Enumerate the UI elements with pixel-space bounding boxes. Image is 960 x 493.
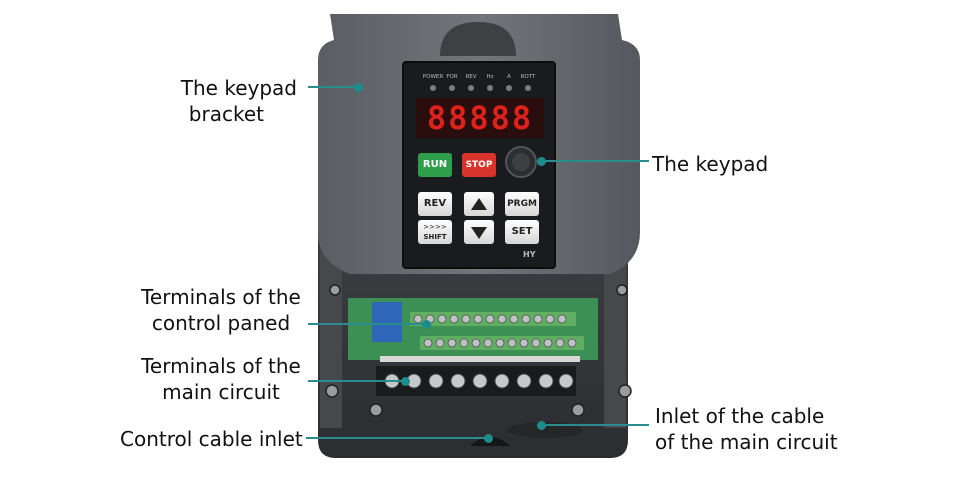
rev-button-shape (418, 192, 452, 216)
shift-button[interactable]: >>>> SHIFT (418, 220, 452, 244)
dot-keypad (537, 157, 546, 166)
down-button[interactable] (464, 220, 494, 244)
main-cable-inlet-hole (507, 422, 583, 438)
led-display-digits: 88888 (426, 99, 534, 137)
leader-main-cable-inlet (541, 424, 649, 426)
rev-button[interactable]: REV (423, 198, 447, 209)
shift-arrows-glyph: >>>> (423, 223, 447, 231)
relay (372, 302, 402, 342)
label-keypad: The keypad (652, 152, 769, 176)
label-main-cable-inlet: Inlet of the cable of the main circuit (655, 403, 838, 455)
stop-button[interactable]: STOP (465, 160, 493, 170)
label-main-terminals-line1: Terminals of the (141, 354, 301, 378)
dot-main-terminals (401, 377, 410, 386)
label-control-terminals-line2: control paned (151, 311, 291, 335)
run-button[interactable]: RUN (422, 159, 448, 170)
shift-button-shape (418, 220, 452, 244)
pcb-silkscreen (380, 356, 580, 362)
label-control-cable-inlet: Control cable inlet (120, 427, 303, 451)
dot-main-cable-inlet (537, 421, 546, 430)
shift-label: SHIFT (423, 233, 447, 241)
prgm-button[interactable]: PRGM (507, 199, 537, 209)
label-keypad-bracket: The keypad bracket (181, 75, 297, 127)
speed-knob-cap (512, 153, 530, 171)
side-screw-right (618, 384, 632, 398)
leader-main-terminals (308, 380, 405, 382)
indicator-label-for: FOR (446, 74, 458, 80)
run-button-shape (418, 153, 452, 177)
leader-keypad (541, 160, 649, 162)
indicator-leds (430, 85, 531, 91)
set-button-shape (505, 220, 539, 244)
brand-logo: HY (523, 250, 536, 259)
lid-top-notch (440, 22, 516, 56)
up-button[interactable] (464, 192, 494, 216)
label-keypad-bracket-line2: bracket (188, 102, 264, 126)
label-main-terminals-line2: main circuit (162, 380, 280, 404)
label-control-terminals: Terminals of the control paned (134, 284, 308, 336)
up-arrow-icon (471, 198, 487, 210)
dot-keypad-bracket (354, 83, 363, 92)
indicator-label-power: POWER (422, 74, 444, 80)
leader-control-cable-inlet (306, 437, 488, 439)
leader-keypad-bracket (308, 86, 358, 88)
side-screw-left (325, 384, 339, 398)
set-button[interactable]: SET (511, 226, 533, 237)
label-main-cable-inlet-line1: Inlet of the cable (655, 404, 825, 428)
lower-screw-right (571, 403, 585, 417)
indicator-label-rott: ROTT (520, 74, 536, 80)
label-keypad-bracket-line1: The keypad (180, 76, 297, 100)
main-terminal-screws (384, 373, 574, 389)
down-arrow-icon (471, 227, 487, 239)
label-control-terminals-line1: Terminals of the (141, 285, 301, 309)
lower-screw-left (369, 403, 383, 417)
prgm-button-shape (505, 192, 539, 216)
indicator-label-a: A (507, 74, 511, 80)
label-main-cable-inlet-line2: of the main circuit (655, 430, 838, 454)
dot-control-terminals (422, 320, 431, 329)
leader-control-terminals (308, 323, 426, 325)
top-screw-left (329, 284, 341, 296)
dot-control-cable-inlet (484, 434, 493, 443)
indicator-label-rev: REV (465, 74, 477, 80)
top-screw-right (616, 284, 628, 296)
indicator-label-hz: Hz (486, 74, 494, 80)
label-main-terminals: Terminals of the main circuit (134, 353, 308, 405)
control-terminal-screws (413, 314, 577, 348)
stop-button-shape (462, 153, 496, 177)
led-display (416, 98, 544, 138)
